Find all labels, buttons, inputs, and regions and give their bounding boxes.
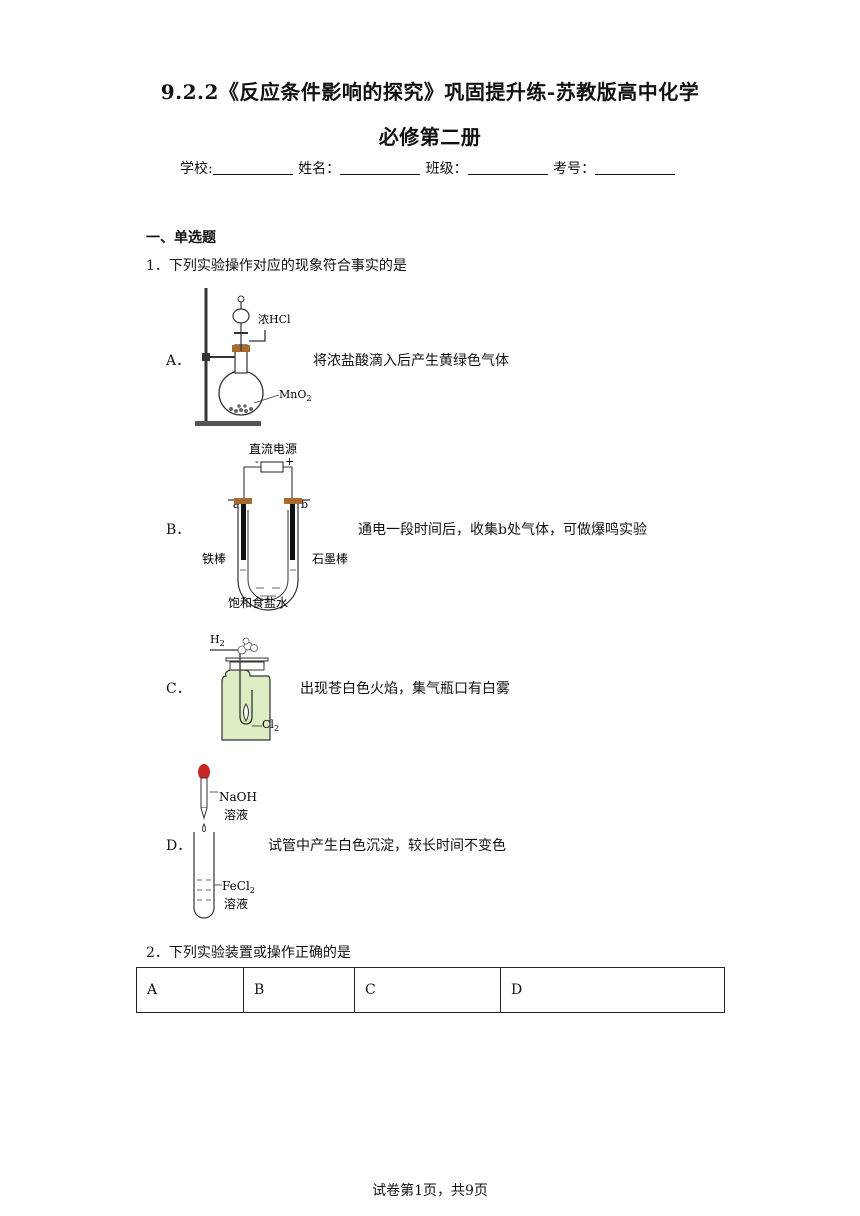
drop-1: [202, 822, 206, 833]
label-cl2: Cl2: [262, 718, 279, 733]
stand-base: [195, 421, 261, 426]
option-b-label: B．: [166, 522, 191, 538]
class-blank: [467, 160, 548, 175]
option-a-text: 将浓盐酸滴入后产生黄绿色气体: [313, 353, 509, 369]
circuit-wires: [243, 466, 293, 500]
jar-mouth: [229, 661, 265, 671]
power-source: [260, 461, 284, 473]
separatory-funnel: [232, 308, 250, 324]
label-solution-1: 溶液: [224, 807, 248, 822]
label-a: a: [233, 498, 240, 511]
school-label: 学校:: [180, 161, 213, 177]
section-title: 一、单选题: [146, 230, 216, 246]
label-naoh: NaOH: [219, 790, 257, 804]
label-b: b: [301, 498, 308, 511]
option-b-text: 通电一段时间后，收集b处气体，可做爆鸣实验: [358, 522, 647, 538]
label-saturated-brine: 饱和食盐水: [228, 595, 288, 610]
title-line-2: 必修第二册: [378, 125, 482, 149]
table-cell-d: D: [500, 967, 725, 1013]
graphite-rod: [290, 504, 295, 560]
exam-number-label: 考号：: [553, 161, 596, 177]
title-line-1: 9.2.2《反应条件影响的探究》巩固提升练-苏教版高中化学: [160, 80, 700, 104]
dropper-bulb: [198, 764, 210, 780]
page-footer: 试卷第1页，共9页: [372, 1183, 488, 1199]
iron-rod: [241, 504, 246, 560]
label-conc-hcl: 浓HCl: [258, 313, 291, 326]
table-cell-c: C: [354, 967, 501, 1013]
school-blank: [212, 160, 293, 175]
table-cell-b: B: [243, 967, 355, 1013]
question-2-option-table: A B C D: [136, 967, 725, 1013]
stopper-a: [234, 498, 252, 504]
figure-b-electrolysis: 直流电源 - + a b 铁棒 石墨棒 饱和食盐水: [202, 442, 348, 611]
option-d-label: D．: [166, 838, 192, 854]
label-dc-power: 直流电源: [249, 442, 297, 456]
fecl2-solution: [197, 879, 211, 901]
exam-number-blank: [595, 160, 676, 175]
clamp: [202, 353, 210, 361]
label-iron-rod: 铁棒: [202, 552, 226, 566]
option-c-label: C．: [166, 681, 191, 697]
mno2-solid: [229, 404, 253, 413]
option-a-label: A．: [166, 353, 191, 369]
table-row: A B C D: [136, 967, 725, 1013]
student-info-row: 学校: 姓名： 班级： 考号：: [180, 158, 676, 178]
label-solution-2: 溶液: [224, 896, 248, 911]
figure-a-chlorine-generator: 浓HCl MnO2: [195, 288, 311, 426]
svg-text:+: +: [285, 455, 294, 468]
question-2-stem: 2．下列实验装置或操作正确的是: [146, 945, 351, 961]
outlet-tube: [249, 330, 266, 342]
table-cell-a: A: [136, 967, 244, 1013]
figure-c-hydrogen-burning-in-chlorine: H2 Cl2: [210, 633, 279, 741]
white-mist: [237, 637, 258, 655]
stopper-b: [284, 498, 302, 504]
label-mno2: MnO2: [279, 388, 311, 403]
class-label: 班级：: [425, 161, 468, 177]
pale-flame: [243, 703, 249, 723]
option-d-text: 试管中产生白色沉淀，较长时间不变色: [268, 838, 506, 854]
figure-d-naoh-into-fecl2: NaOH 溶液 FeCl2 溶液: [193, 764, 257, 919]
option-c-text: 出现苍白色火焰，集气瓶口有白雾: [300, 681, 510, 697]
label-fecl2: FeCl2: [222, 879, 255, 895]
question-1-stem: 1．下列实验操作对应的现象符合事实的是: [146, 258, 407, 274]
glass-plate: [225, 657, 269, 662]
label-h2: H2: [210, 633, 225, 648]
name-label: 姓名：: [298, 161, 341, 177]
label-graphite-rod: 石墨棒: [312, 552, 348, 566]
u-tube-outer: [237, 500, 299, 611]
test-tube: [193, 832, 215, 919]
dropper-tube: [200, 777, 208, 809]
svg-text:-: -: [255, 455, 259, 468]
name-blank: [340, 160, 421, 175]
